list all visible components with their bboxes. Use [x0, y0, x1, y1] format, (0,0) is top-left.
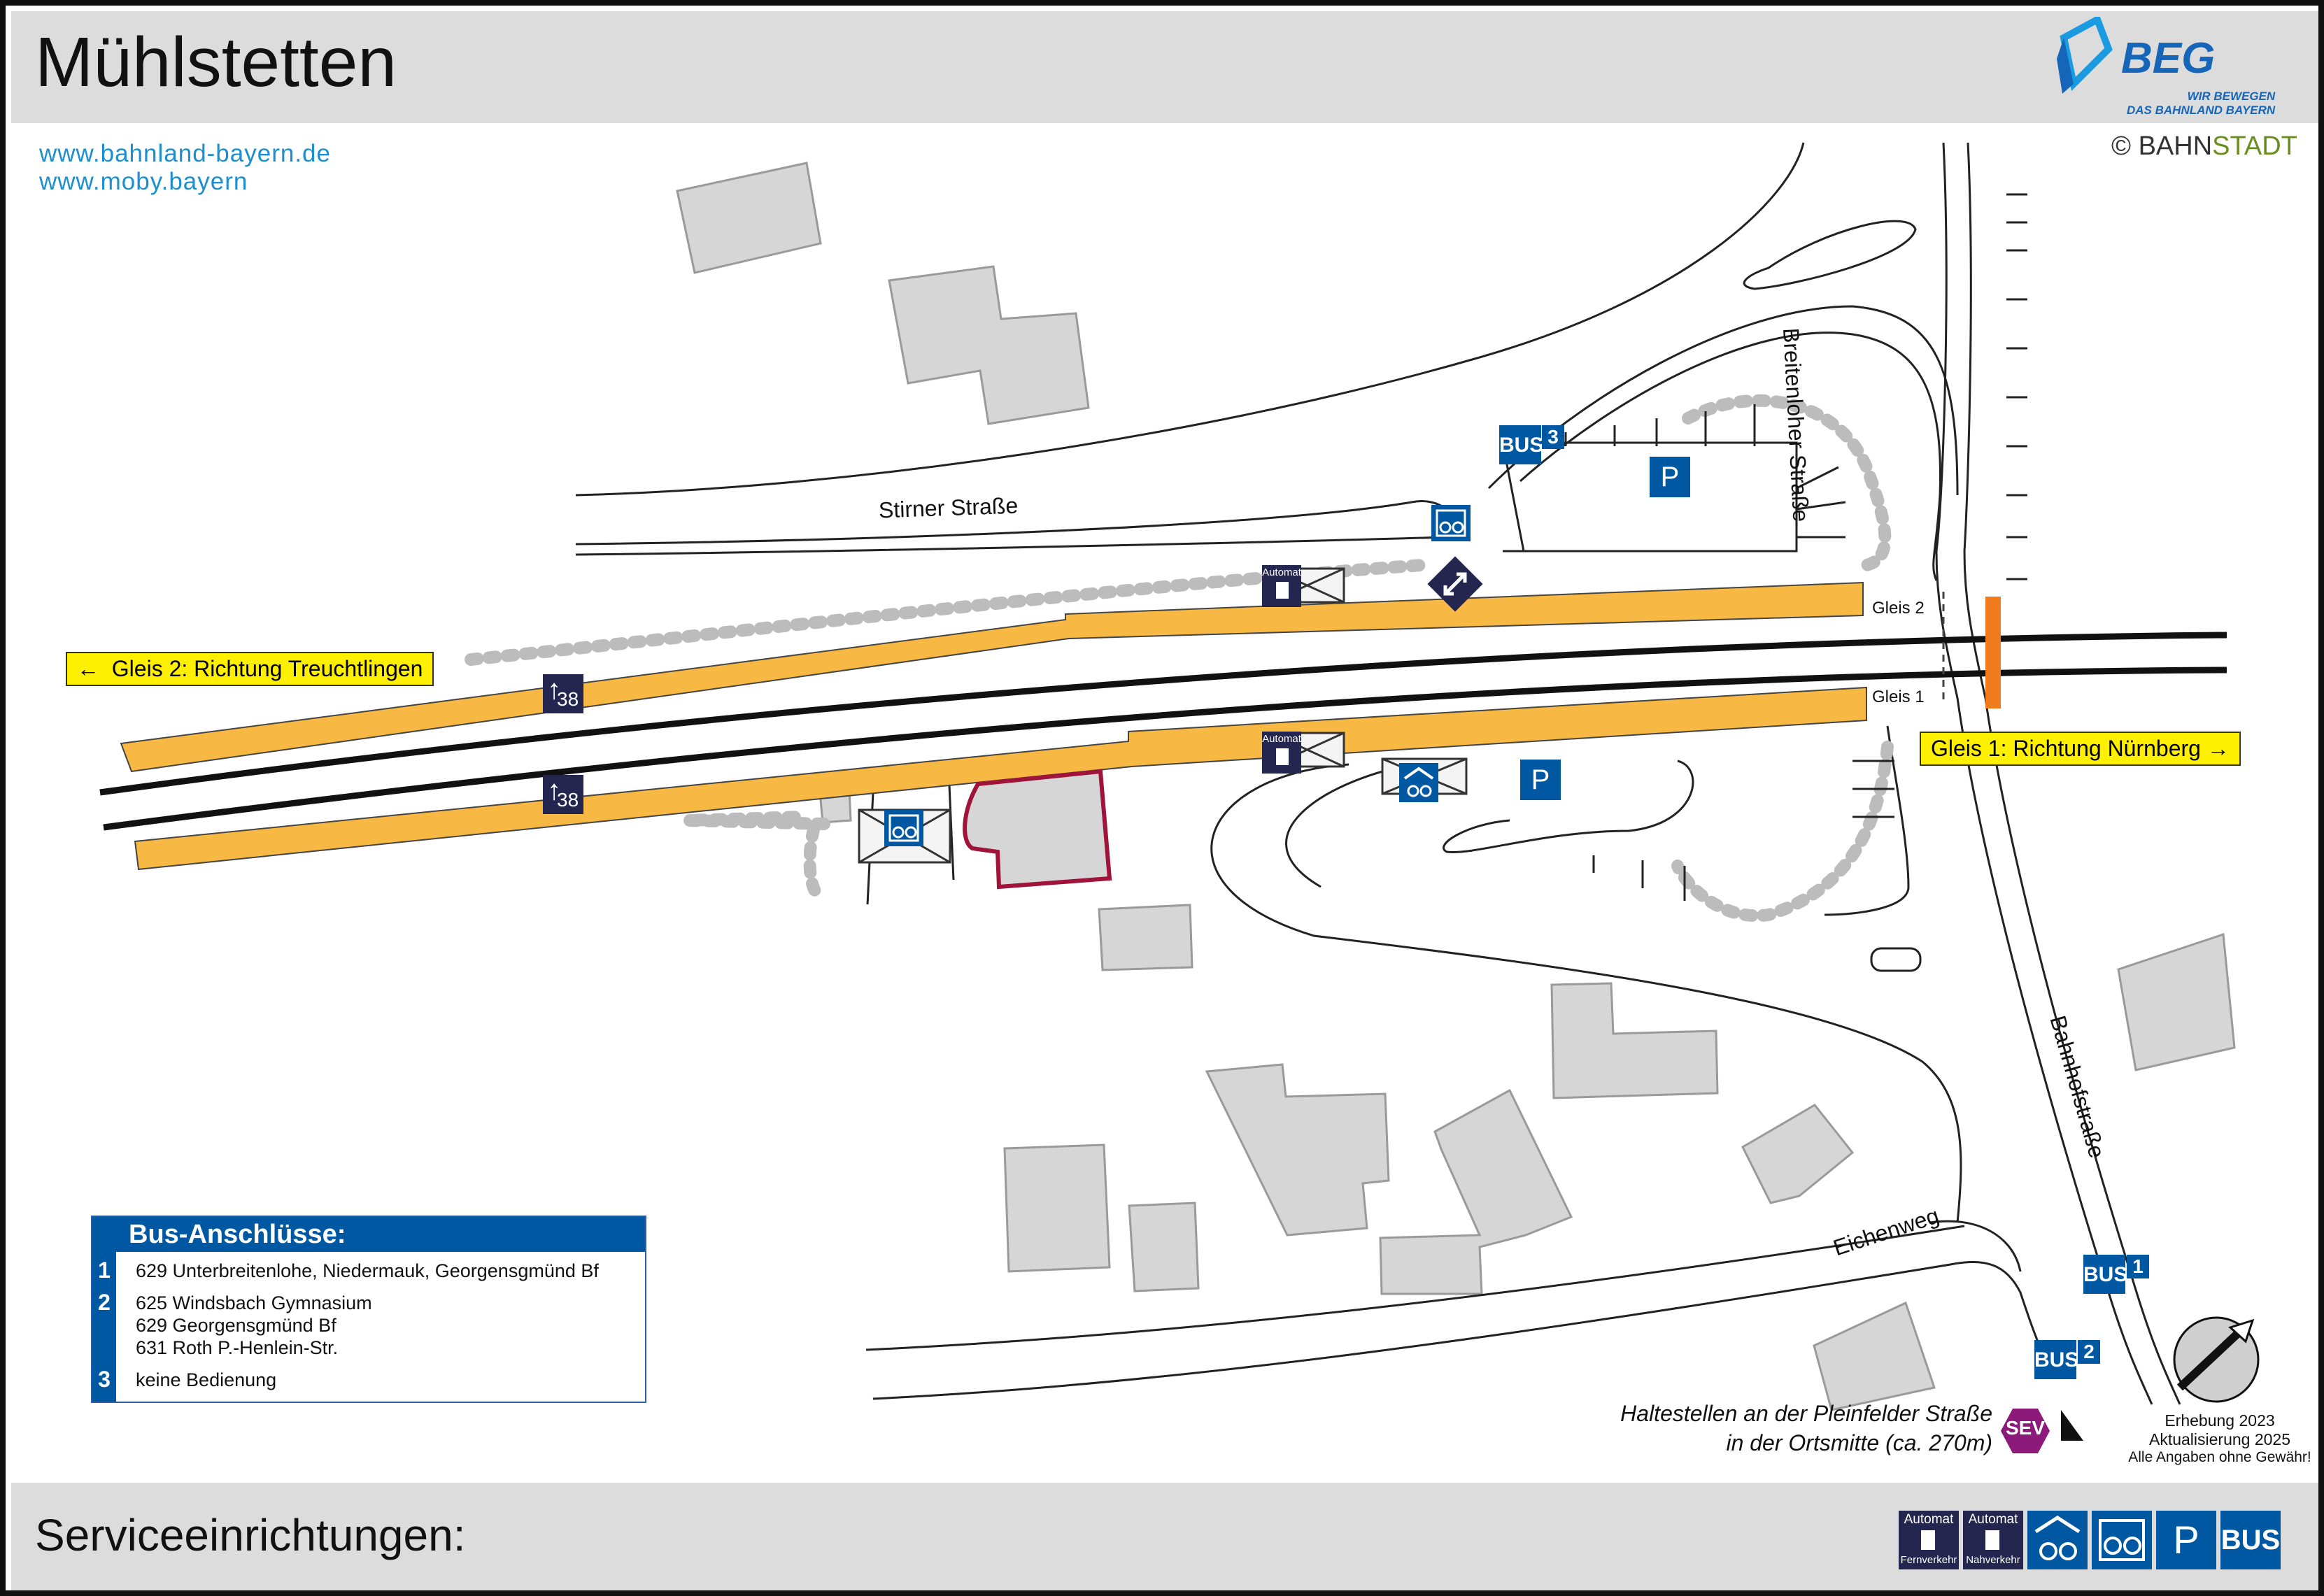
roads — [575, 142, 2181, 1405]
station-building — [963, 769, 1112, 890]
bus-row-2-line-1: 625 Windsbach Gymnasium — [136, 1292, 372, 1313]
copyright: © BAHNSTADT — [2111, 131, 2297, 161]
bus-row-3-number: 3 — [98, 1367, 111, 1392]
automat-fv-icon — [1262, 565, 1301, 607]
gleis-1-label: Gleis 1 — [1872, 687, 1925, 706]
automat-nv-label: Automat — [1262, 733, 1301, 745]
legend-automat-nahverkehr: Automat Nahverkehr — [1963, 1511, 2023, 1569]
buildings — [676, 162, 2236, 1411]
bus-stop-2-number: 2 — [2078, 1340, 2100, 1364]
beg-logo-text: BEG — [2121, 34, 2216, 83]
sev-pointer-icon — [2061, 1410, 2083, 1441]
compass-icon — [2173, 1316, 2260, 1403]
link-bahnland[interactable]: www.bahnland-bayern.de — [39, 140, 331, 167]
beg-logo-icon — [2057, 17, 2113, 94]
parking-south-icon: P — [1520, 760, 1561, 800]
bike-box-icon — [1399, 763, 1438, 802]
gleis-2-label: Gleis 2 — [1872, 599, 1925, 618]
legend-bike-box-icon — [2027, 1511, 2088, 1569]
bus-stop-3-number: 3 — [1542, 425, 1564, 449]
street-stirner: Stirner Straße — [878, 492, 1019, 523]
header-bar — [11, 11, 2318, 123]
track-ref-icon-gleis2: 38↑ — [543, 674, 583, 713]
legend-parking-icon: P — [2156, 1511, 2216, 1569]
parking-north-icon: P — [1650, 457, 1690, 497]
bus-stop-2-icon: BUS — [2034, 1340, 2078, 1379]
level-crossing — [1985, 597, 2001, 708]
automat-nv-icon — [1262, 732, 1301, 774]
bus-row-2-number: 2 — [98, 1290, 111, 1315]
bus-stop-1-number: 1 — [2127, 1255, 2149, 1278]
sev-icon — [2001, 1409, 2050, 1453]
bus-row-1-number: 1 — [98, 1257, 111, 1283]
bike-parking-icon-west — [884, 810, 923, 846]
bike-parking-icon — [1431, 505, 1471, 541]
page-title: Mühlstetten — [35, 23, 397, 101]
legend-bike-parking-icon — [2092, 1511, 2152, 1569]
direction-gleis-1: Gleis 1: Richtung Nürnberg → — [1920, 732, 2241, 766]
bus-row-3: keine Bedienung — [136, 1369, 277, 1390]
bus-stop-1-icon: BUS — [2083, 1255, 2127, 1294]
sev-label: SEV — [2005, 1417, 2046, 1439]
bus-connections-table: Bus-Anschlüsse: 1 629 Unterbreitenlohe, … — [91, 1216, 646, 1403]
link-moby[interactable]: www.moby.bayern — [39, 168, 248, 195]
platforms — [120, 581, 1867, 871]
track-ref-icon-gleis1: 38↑ — [543, 775, 583, 814]
rail-tracks — [99, 632, 2227, 831]
bus-row-2-line-3: 631 Roth P.-Henlein-Str. — [136, 1337, 339, 1358]
legend-bus-icon: BUS — [2220, 1511, 2281, 1569]
footer-label: Serviceeinrichtungen: — [35, 1510, 466, 1560]
direction-gleis-2: ← Gleis 2: Richtung Treuchtlingen — [66, 652, 434, 686]
bus-row-2-line-2: 629 Georgensgmünd Bf — [136, 1315, 336, 1336]
stairs-diagonal-icon — [1427, 556, 1483, 612]
bus-connections-heading: Bus-Anschlüsse: — [92, 1217, 645, 1252]
station-map — [99, 142, 2260, 1441]
legend-automat-fernverkehr: Automat Fernverkehr — [1899, 1511, 1959, 1569]
bus-row-1: 629 Unterbreitenlohe, Niedermauk, George… — [136, 1260, 599, 1281]
bus-stop-3-icon: BUS — [1499, 425, 1543, 464]
automat-fv-label: Automat — [1262, 567, 1301, 578]
parking-stripes — [1564, 193, 2027, 901]
